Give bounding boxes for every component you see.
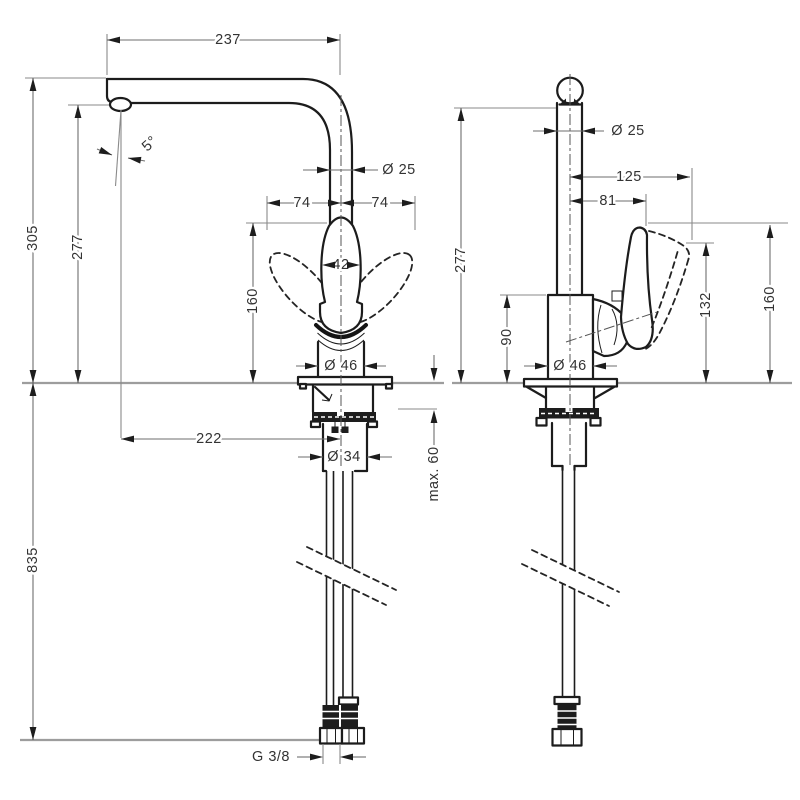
fixing-hook xyxy=(313,385,331,402)
spray-angle-line xyxy=(114,109,122,187)
hose-fitting xyxy=(341,705,358,728)
spout-inner-edge xyxy=(128,101,332,228)
front-view-faucet xyxy=(105,77,414,384)
dim-side-height-outlet: 277 xyxy=(453,247,469,273)
dim-side-handle-pivot-offset: 81 xyxy=(599,193,616,209)
spout-outer-edge xyxy=(105,77,354,228)
dim-front-body-diameter: Ø 46 xyxy=(324,358,357,374)
escutcheon-plate xyxy=(296,375,394,386)
spout-tip-edge xyxy=(105,77,115,104)
dim-front-spout-reach: 237 xyxy=(215,32,241,48)
reference-planes xyxy=(20,381,792,742)
front-view-dimensions: 237 5° 305 277 160 835 Ø 25 74 74 42 Ø 4… xyxy=(23,30,445,768)
dim-side-pipe-diameter: Ø 25 xyxy=(611,123,644,139)
cartridge-axis-centerline xyxy=(565,311,658,343)
dim-front-swing-left: 74 xyxy=(293,195,310,211)
dim-side-body-height: 90 xyxy=(499,328,515,345)
side-view-dimensions: Ø 25 125 81 277 90 132 160 Ø 46 xyxy=(451,107,788,383)
dim-front-height-total: 305 xyxy=(25,225,41,251)
dim-side-handle-top-height: 160 xyxy=(762,286,778,312)
dim-front-swing-right: 74 xyxy=(371,195,388,211)
supply-hoses xyxy=(325,471,354,706)
dim-front-handle-top-height: 160 xyxy=(245,288,261,314)
hose-break-mark xyxy=(531,549,620,593)
handle-lever-side xyxy=(619,226,654,351)
dim-front-pipe-diameter: Ø 25 xyxy=(382,162,415,178)
hose-fitting xyxy=(322,705,339,728)
dim-side-handle-tip-height: 132 xyxy=(698,292,714,318)
hose-break-mark xyxy=(306,546,397,591)
hose-nut xyxy=(340,726,366,745)
dim-side-body-diameter: Ø 46 xyxy=(553,358,586,374)
dim-front-spray-angle: 5° xyxy=(139,133,161,155)
dim-side-handle-reach: 125 xyxy=(616,169,642,185)
dim-front-outlet-offset: 222 xyxy=(196,431,222,447)
side-view-under-counter xyxy=(521,377,620,747)
dim-front-shank-diameter: Ø 34 xyxy=(327,449,360,465)
dim-front-connection-thread: G 3/8 xyxy=(252,749,290,765)
centerlines xyxy=(340,74,571,468)
hose-nut xyxy=(551,727,583,747)
handle-swing-position-right xyxy=(344,252,414,324)
dim-front-height-outlet: 277 xyxy=(70,234,86,260)
hose-nut xyxy=(318,726,344,745)
dim-front-hose-length: 835 xyxy=(25,547,41,573)
dim-front-max-counter-thickness: max. 60 xyxy=(426,446,442,501)
front-view-under-counter xyxy=(296,375,397,745)
aerator xyxy=(108,96,133,113)
handle-raised-position xyxy=(648,230,691,260)
hose-fitting xyxy=(557,704,577,729)
dim-front-handle-width: 42 xyxy=(332,257,349,273)
